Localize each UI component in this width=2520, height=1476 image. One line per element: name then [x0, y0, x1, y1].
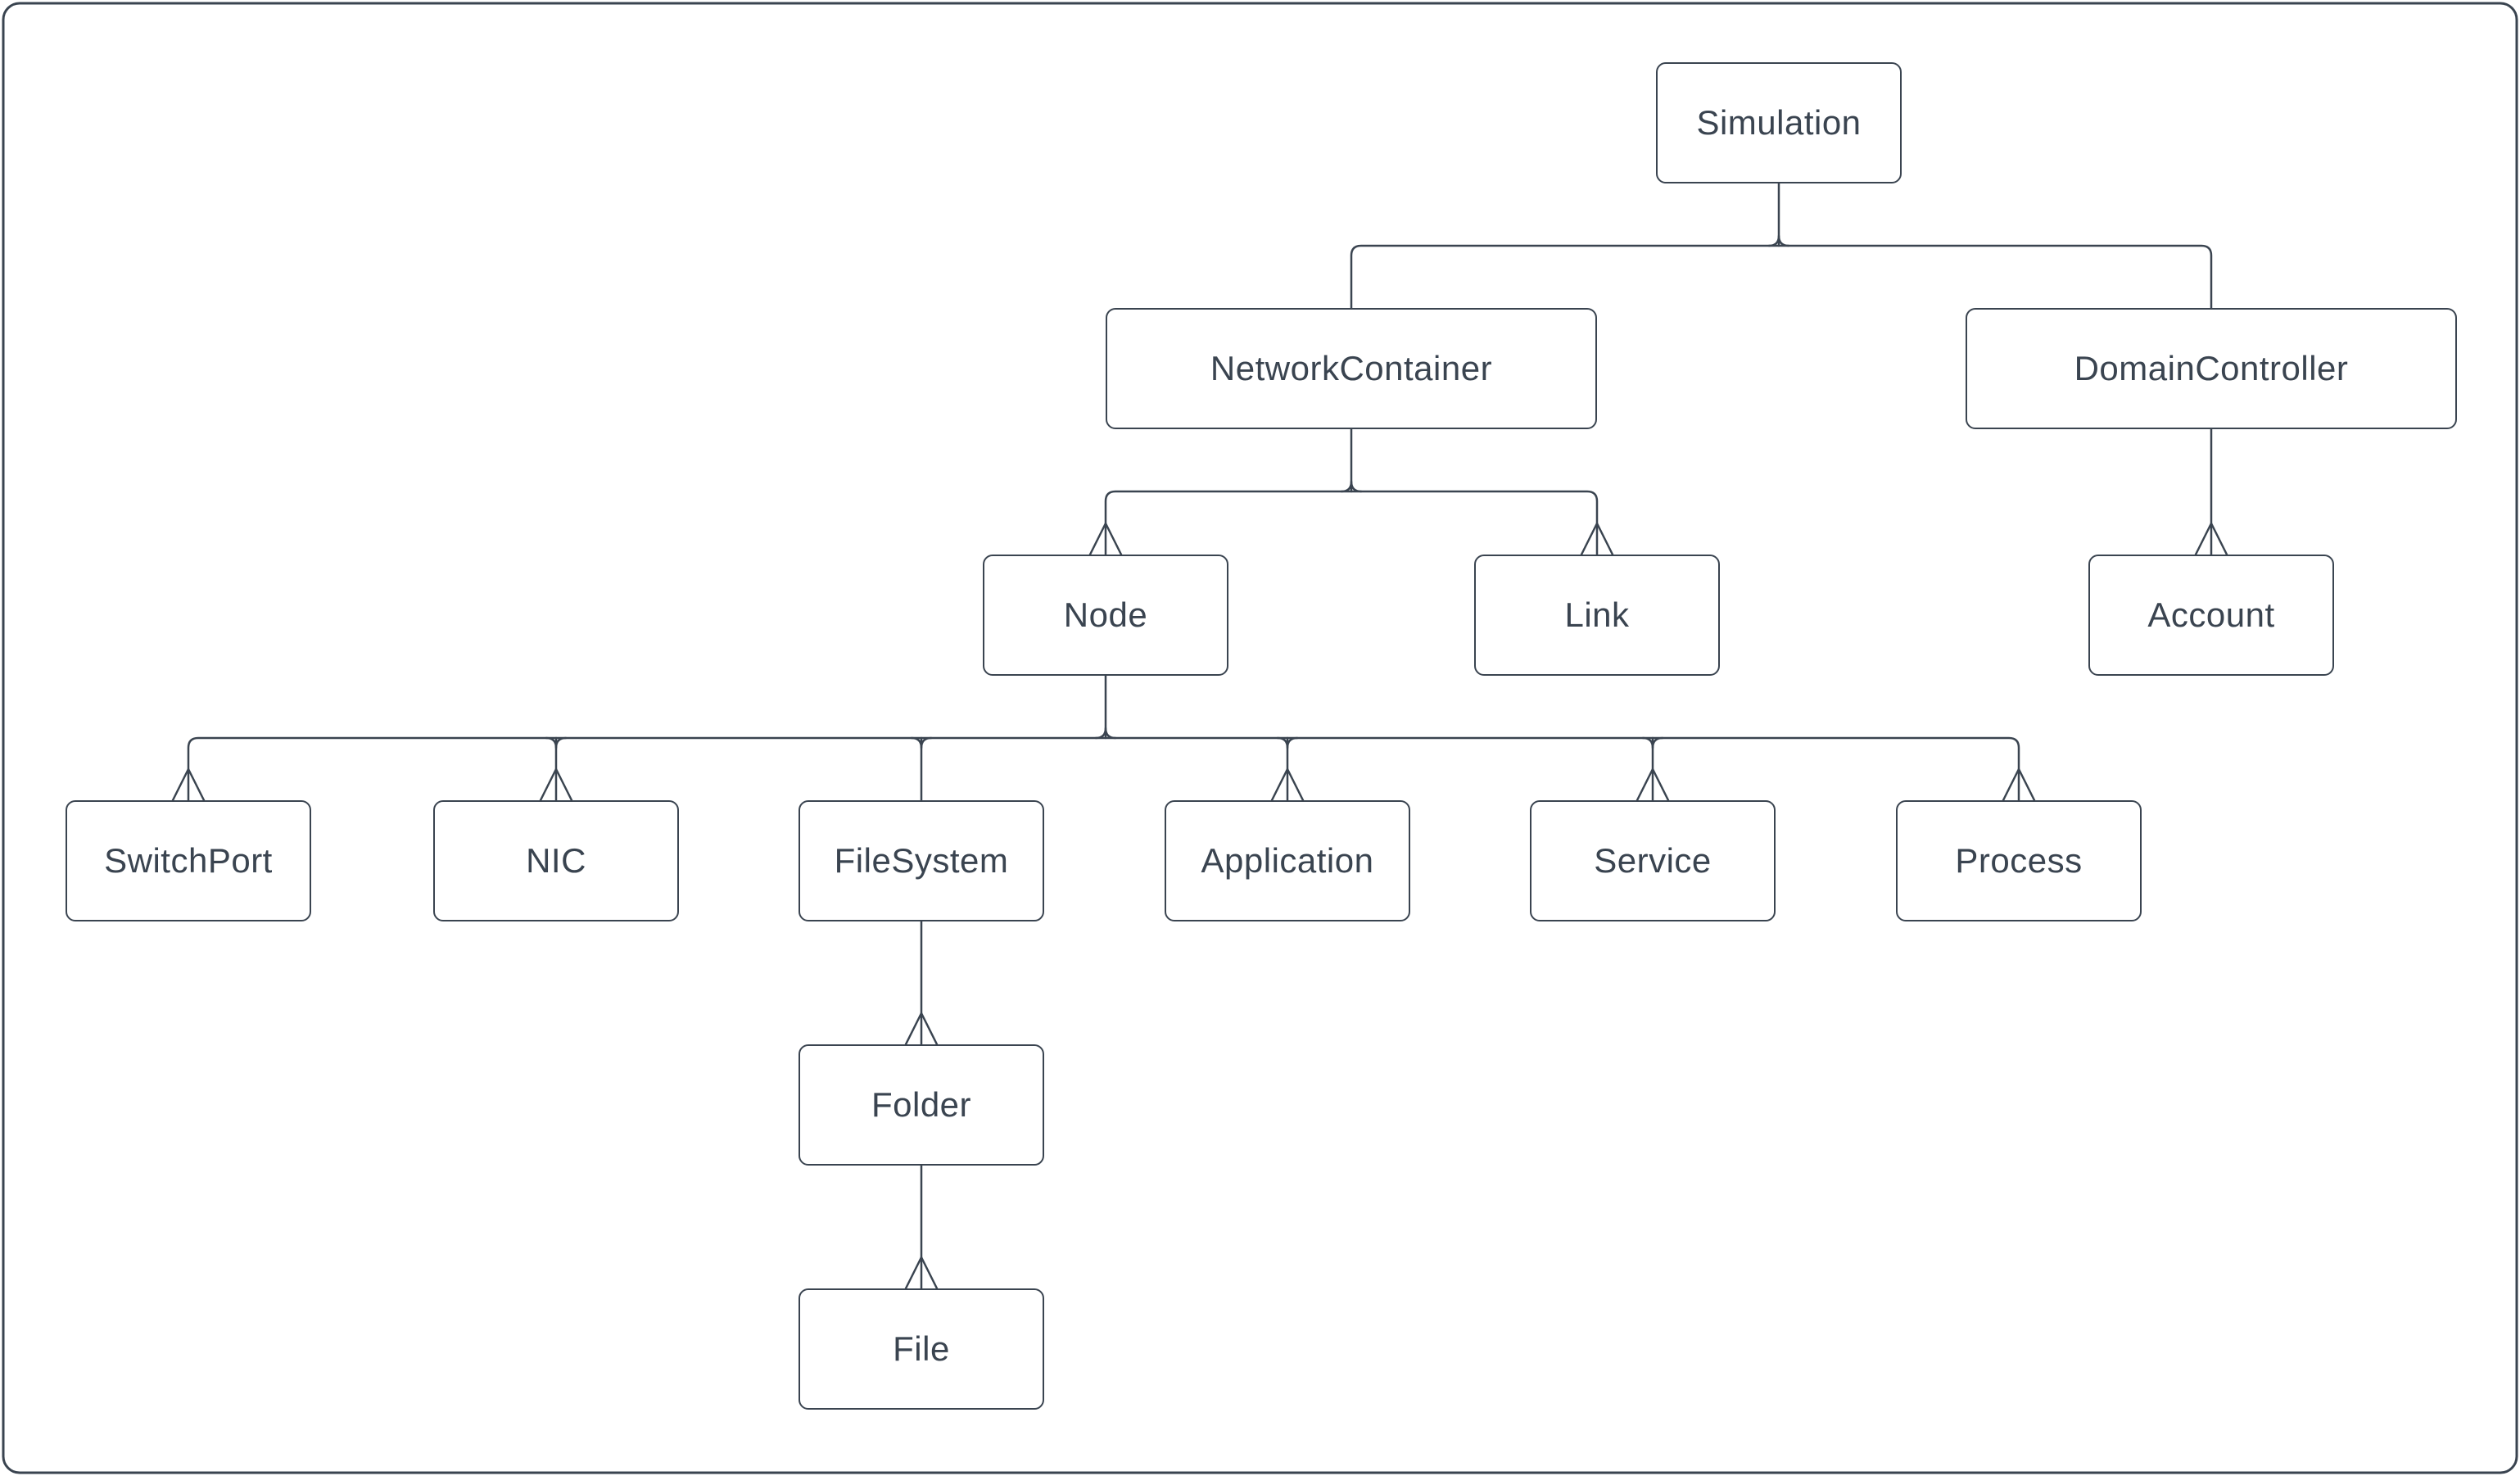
node-link: Link	[1474, 555, 1720, 676]
node-filesystem: FileSystem	[799, 800, 1044, 921]
node-label: Simulation	[1696, 103, 1862, 142]
node-label: Application	[1201, 841, 1374, 880]
node-label: Account	[2147, 595, 2275, 634]
node-label: NetworkContainer	[1210, 349, 1493, 387]
node-process: Process	[1896, 800, 2142, 921]
node-label: Link	[1564, 595, 1630, 634]
node-label: FileSystem	[834, 841, 1009, 880]
arrowhead-link	[1580, 522, 1614, 556]
arrowhead-nic	[539, 767, 573, 802]
node-account: Account	[2088, 555, 2334, 676]
arrowhead-account	[2194, 522, 2228, 556]
node-application: Application	[1165, 800, 1410, 921]
arrowhead-file	[904, 1256, 939, 1290]
edge-networkcontainer-children	[1088, 428, 1614, 556]
arrowhead-process	[2002, 767, 2036, 802]
edge-simulation-children	[1350, 182, 2213, 310]
node-label: File	[893, 1329, 950, 1368]
node-switchport: SwitchPort	[66, 800, 311, 921]
arrowhead-application	[1270, 767, 1305, 802]
node-file: File	[799, 1288, 1044, 1410]
node-label: Node	[1063, 595, 1148, 634]
node-label: DomainController	[2074, 349, 2349, 387]
arrowhead-node	[1088, 522, 1123, 556]
node-label: NIC	[526, 841, 586, 880]
node-nic: NIC	[433, 800, 679, 921]
node-folder: Folder	[799, 1044, 1044, 1166]
edge-folder-file	[904, 1164, 939, 1290]
arrowhead-switchport	[171, 767, 206, 802]
node-service: Service	[1530, 800, 1776, 921]
arrowhead-folder	[904, 1012, 939, 1046]
node-simulation: Simulation	[1656, 62, 1902, 183]
node-network-container: NetworkContainer	[1106, 308, 1597, 429]
node-node: Node	[983, 555, 1228, 676]
edge-filesystem-folder	[904, 920, 939, 1046]
node-domain-controller: DomainController	[1966, 308, 2457, 429]
edge-node-children	[171, 674, 2036, 802]
node-label: Process	[1955, 841, 2083, 880]
node-label: Folder	[871, 1085, 972, 1124]
node-label: SwitchPort	[104, 841, 273, 880]
edge-domaincontroller-account	[2194, 428, 2228, 556]
node-label: Service	[1594, 841, 1712, 880]
arrowhead-service	[1636, 767, 1670, 802]
